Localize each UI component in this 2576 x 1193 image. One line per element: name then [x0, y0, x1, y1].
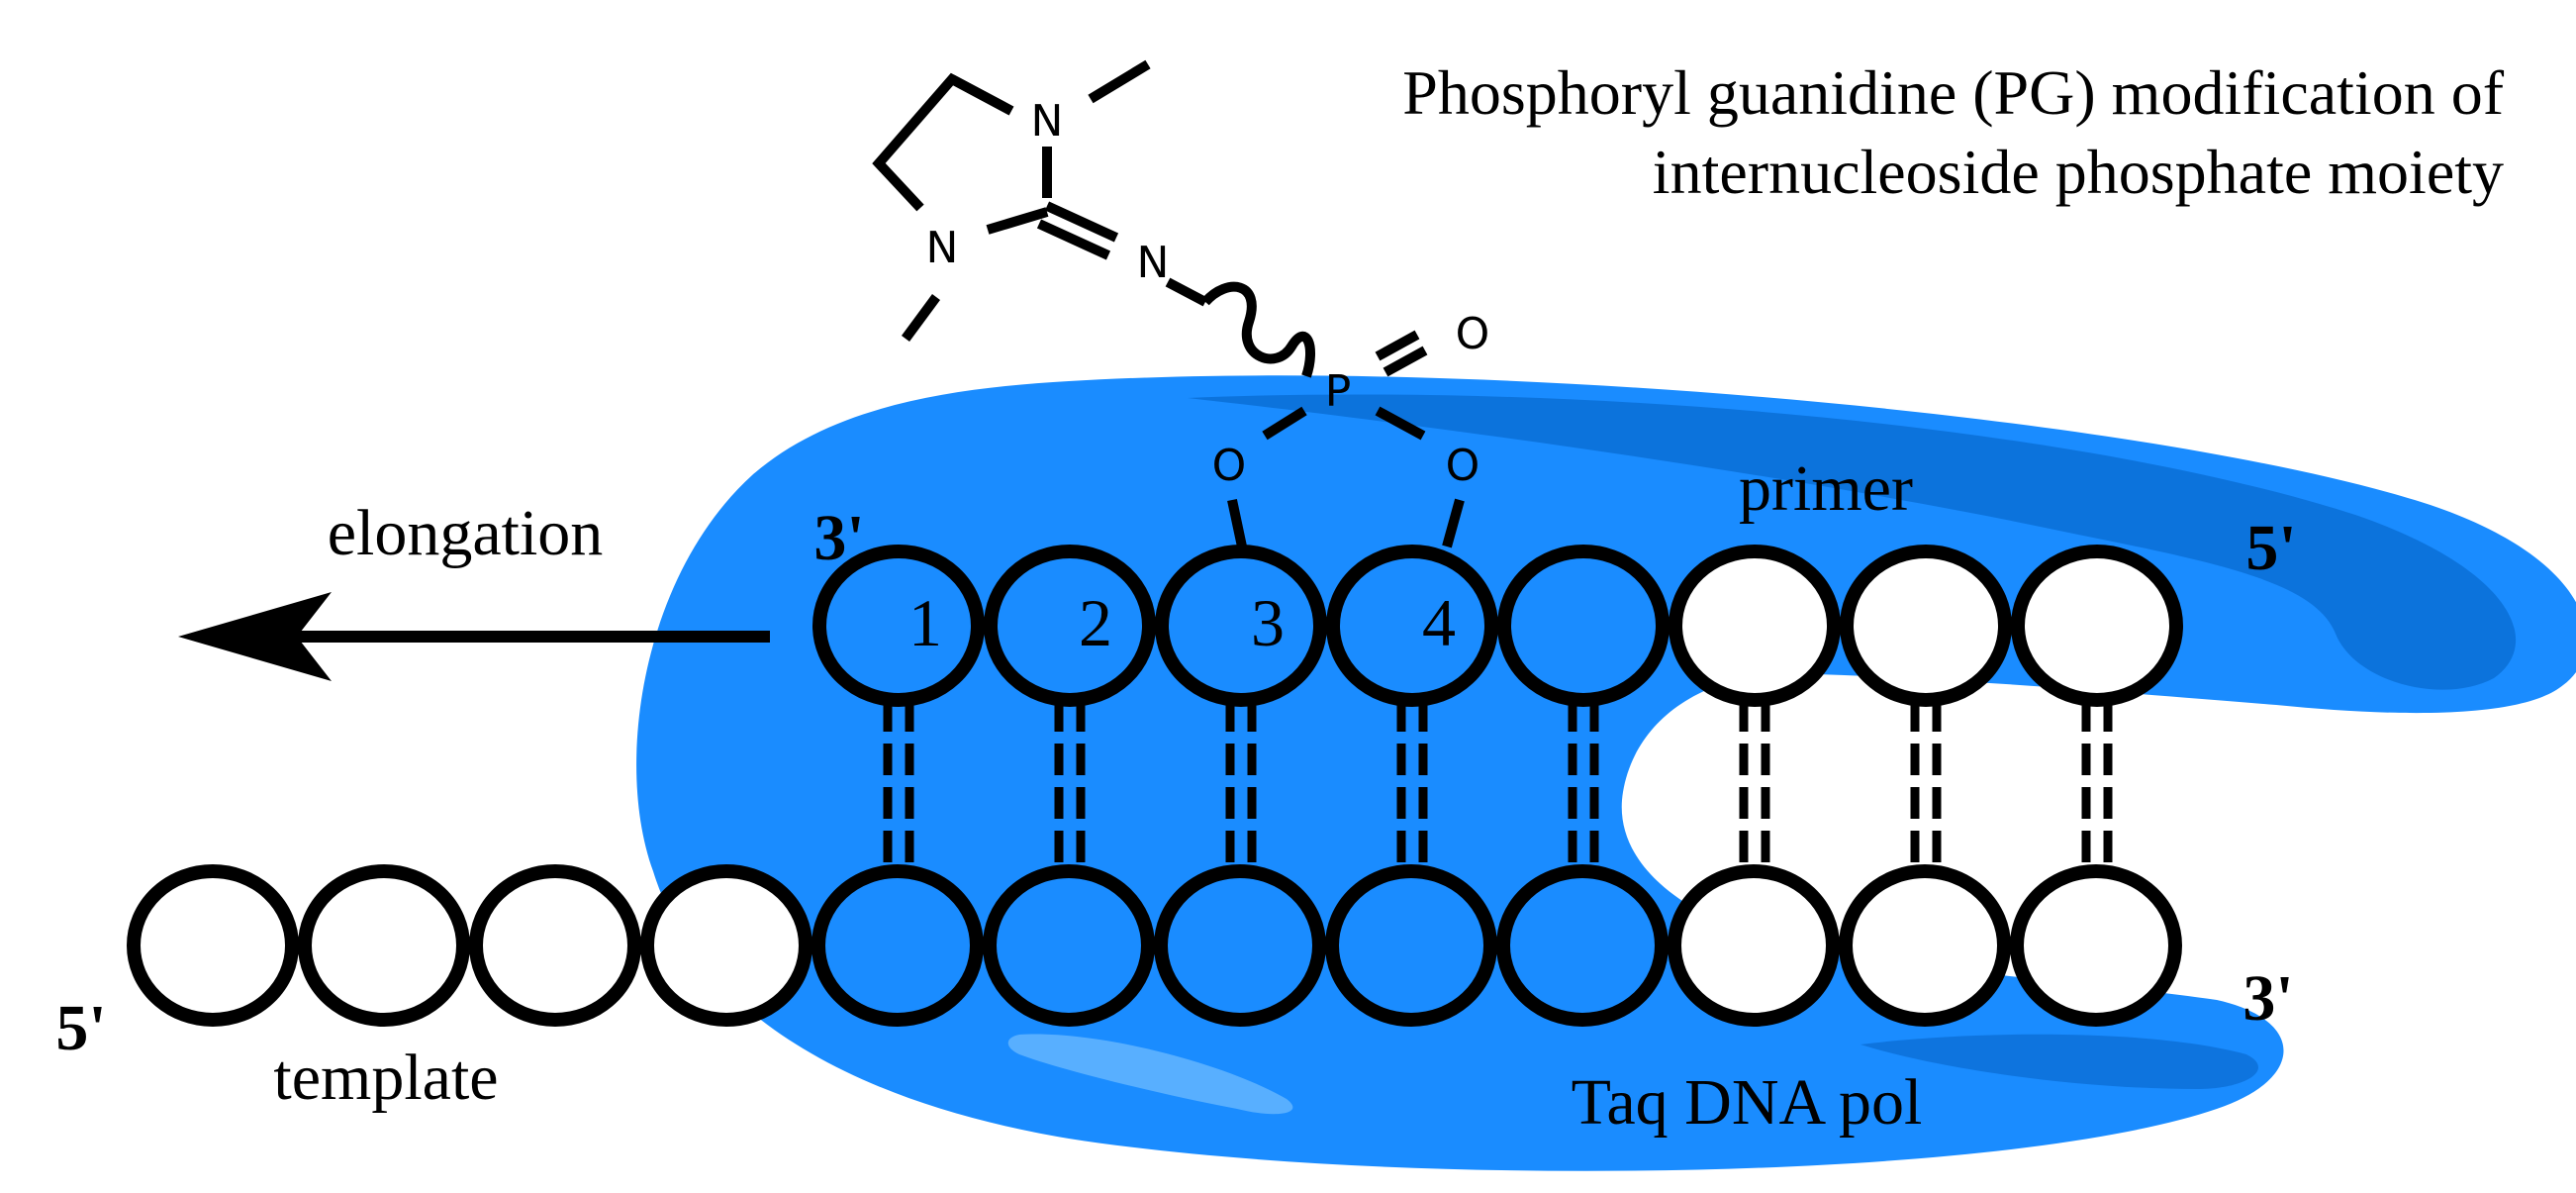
wavy-bond: [1201, 281, 1316, 378]
template-5prime-end: 5': [55, 992, 106, 1064]
nucleotide-number-1: 1: [908, 585, 942, 660]
primer-5prime-end: 5': [2245, 512, 2296, 584]
template-nucleotide: [983, 864, 1155, 1027]
o-right-to-nucleotide-4: [1442, 498, 1465, 548]
nucleotide-number-3: 3: [1251, 585, 1285, 660]
template-nucleotide: [2010, 864, 2182, 1027]
atom-n-left: N: [926, 223, 959, 273]
title-line-2: internucleoside phosphate moiety: [1653, 137, 2504, 207]
polymerase-shadow-lower: [1860, 1034, 2258, 1089]
primer-nucleotide: [2011, 545, 2183, 707]
template-3prime-end: 3': [2242, 962, 2293, 1035]
template-nucleotide: [1496, 864, 1669, 1027]
methyl-bond-top: [1088, 59, 1151, 104]
base-pair-bonds: [883, 700, 2113, 871]
template-strand: [127, 864, 2182, 1027]
diagram-title: Phosphoryl guanidine (PG) modification o…: [1402, 57, 2504, 207]
polymerase-highlight: [1007, 1034, 1293, 1115]
primer-numbers: 1 2 3 4: [908, 585, 1456, 660]
p-o-left-bond: [1262, 406, 1307, 441]
atom-o-right: O: [1446, 441, 1480, 491]
n-link-bond: [1165, 277, 1208, 307]
template-nucleotide: [469, 864, 641, 1027]
polymerase-shadow-upper: [1188, 394, 2517, 690]
primer-3prime-end: 3': [813, 502, 864, 574]
template-nucleotide: [1839, 864, 2011, 1027]
elongation-label: elongation: [328, 497, 604, 569]
template-nucleotide: [127, 864, 299, 1027]
primer-nucleotide: [1497, 545, 1670, 707]
ring-bond-c-nleft: [986, 207, 1049, 235]
primer-nucleotide: [1840, 545, 2012, 707]
template-nucleotide: [1154, 864, 1326, 1027]
p-o-double-bond-b: [1383, 346, 1428, 377]
atom-o-double: O: [1456, 309, 1490, 359]
elongation-arrow: [178, 592, 770, 681]
primer-nucleotide: [984, 545, 1156, 707]
title-line-1: Phosphoryl guanidine (PG) modification o…: [1402, 57, 2504, 128]
primer-nucleotide: [1326, 545, 1498, 707]
template-nucleotide: [1668, 864, 1840, 1027]
template-nucleotide: [1325, 864, 1497, 1027]
imine-double-bond-a: [1044, 201, 1119, 243]
atom-o-left: O: [1212, 441, 1247, 491]
o-left-to-nucleotide-3: [1227, 498, 1247, 548]
nucleotide-number-4: 4: [1422, 585, 1456, 660]
p-o-right-bond: [1375, 406, 1426, 441]
nucleotide-number-2: 2: [1079, 585, 1112, 660]
primer-strand: [812, 545, 2183, 707]
atom-n-imine: N: [1137, 238, 1170, 288]
primer-nucleotide: [812, 545, 985, 707]
primer-label: primer: [1739, 452, 1913, 525]
template-label: template: [273, 1042, 498, 1114]
ring-bond-n-top: [949, 74, 1014, 116]
polymerase-shape: [636, 375, 2576, 1171]
elongation-arrow-head: [178, 592, 332, 681]
atom-n-top: N: [1031, 96, 1064, 147]
template-nucleotide: [298, 864, 470, 1027]
primer-nucleotide: [1669, 545, 1841, 707]
p-o-double-bond-a: [1375, 330, 1420, 361]
atom-p: P: [1325, 366, 1352, 417]
template-nucleotide: [640, 864, 812, 1027]
methyl-bond-left: [901, 294, 941, 342]
primer-nucleotide: [1155, 545, 1327, 707]
imine-double-bond-b: [1036, 219, 1111, 260]
polymerase-label: Taq DNA pol: [1572, 1066, 1923, 1139]
pg-chemical-structure: N N N P O O O: [872, 59, 1490, 548]
template-nucleotide: [811, 864, 984, 1027]
